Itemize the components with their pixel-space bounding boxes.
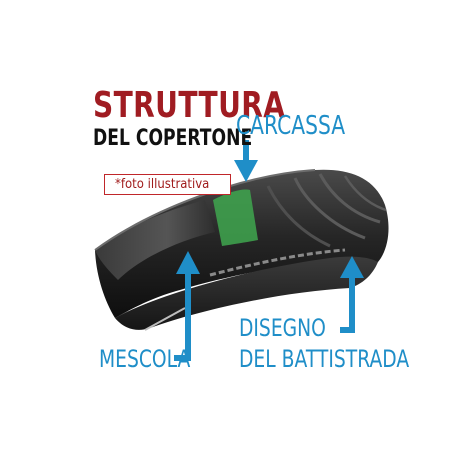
label-carcassa: CARCASSA <box>236 111 346 141</box>
carcassa-arrow <box>234 140 258 182</box>
sidewall-lettering <box>209 248 346 277</box>
label-mescola: MESCOLA <box>99 345 191 373</box>
label-disegno-line2: DEL BATTISTRADA <box>239 345 410 373</box>
carcass-layer <box>213 189 258 246</box>
mescola-arrow <box>174 251 200 361</box>
tyre-sidewall <box>115 256 378 330</box>
title-main: STRUTTURA <box>93 85 286 126</box>
title-sub: DEL COPERTONE <box>93 126 253 151</box>
bead-line <box>144 307 186 331</box>
tread-groove <box>343 175 387 212</box>
note-text: *foto illustrativa <box>115 177 210 192</box>
tread-groove <box>318 173 381 224</box>
cut-edge <box>94 169 316 251</box>
tyre-cross-section <box>95 200 215 280</box>
battistrada-arrow <box>340 256 364 333</box>
note-box: *foto illustrativa <box>104 174 231 195</box>
tread-groove <box>266 185 331 248</box>
label-disegno-line1: DISEGNO <box>239 314 326 342</box>
tread-groove <box>293 177 366 240</box>
